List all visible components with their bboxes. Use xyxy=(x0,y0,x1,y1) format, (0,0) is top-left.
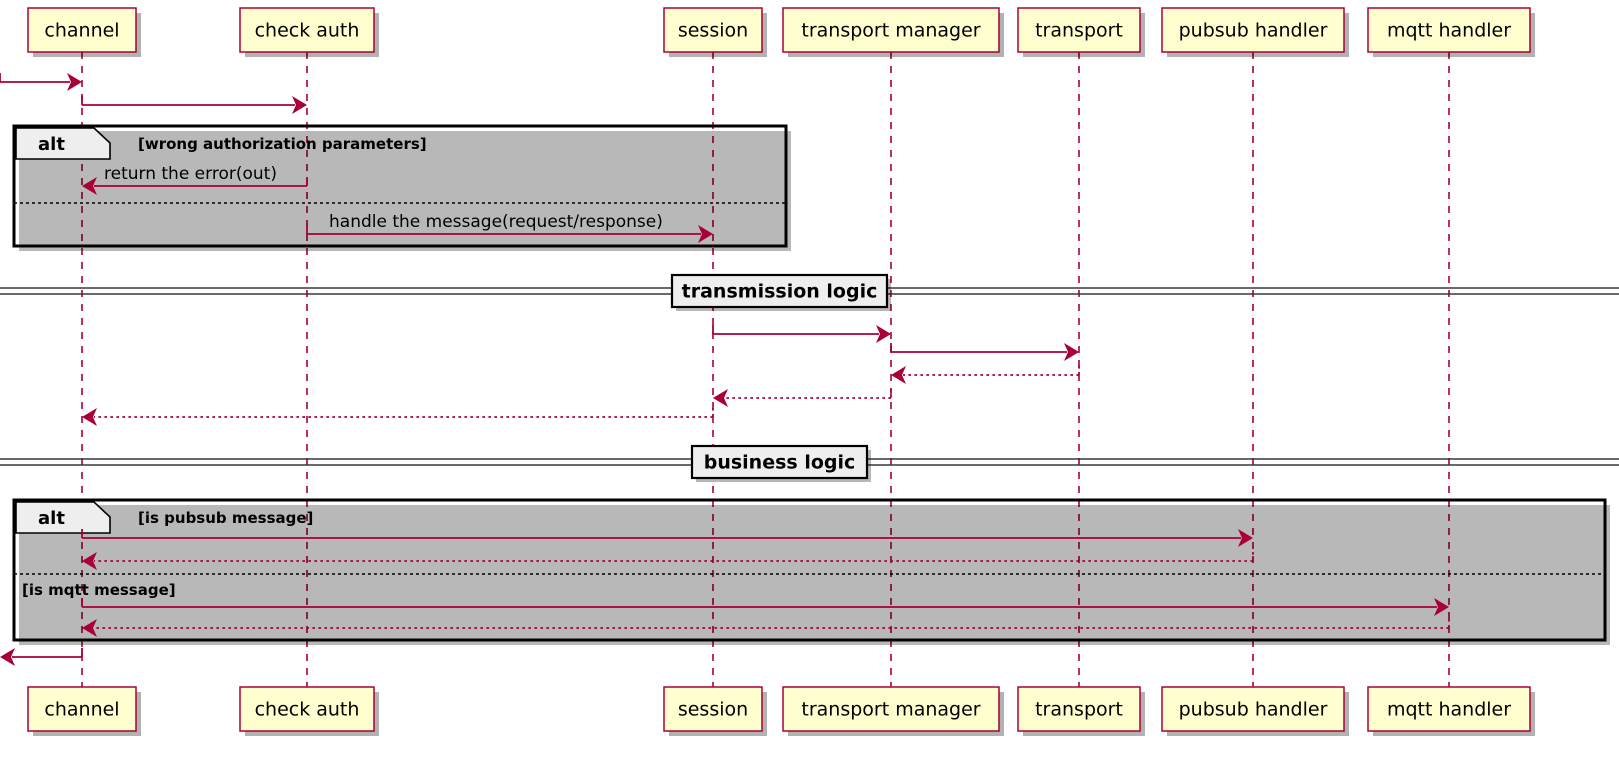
group-alt-condition-label-0: [is mqtt message] xyxy=(22,581,176,599)
group-frame xyxy=(12,124,788,248)
participant-transport-manager-top[interactable]: transport manager xyxy=(782,7,1004,57)
divider-label: transmission logic xyxy=(682,281,878,303)
msg-session-channel[interactable] xyxy=(82,408,714,426)
participant-label: pubsub handler xyxy=(1179,699,1328,721)
msg-channel-pubsub[interactable] xyxy=(81,529,1253,547)
participant-box xyxy=(27,686,137,732)
message-arrowhead xyxy=(82,177,97,195)
participant-label: transport manager xyxy=(801,20,980,42)
message-arrowhead xyxy=(82,619,97,637)
participant-label: channel xyxy=(44,20,119,42)
message-arrowhead xyxy=(698,225,713,243)
participant-label: transport manager xyxy=(801,699,980,721)
participant-label: transport xyxy=(1035,20,1123,42)
divider-label: business logic xyxy=(704,452,856,474)
participant-box xyxy=(663,7,763,53)
participant-box xyxy=(239,686,375,732)
participant-pubsub-handler-bottom[interactable]: pubsub handler xyxy=(1161,686,1349,736)
participant-session-bottom[interactable]: session xyxy=(663,686,767,736)
participant-box xyxy=(782,7,1000,53)
group-shadow xyxy=(19,505,1610,645)
participant-label: session xyxy=(678,699,748,721)
msg-tm-transport[interactable] xyxy=(890,343,1079,361)
participant-label: channel xyxy=(44,699,119,721)
group-header-tab xyxy=(15,501,111,534)
participant-label: session xyxy=(678,20,748,42)
participant-channel-top[interactable]: channel xyxy=(27,7,141,57)
msg-tm-session[interactable] xyxy=(713,389,892,407)
msg-mqtt-channel[interactable] xyxy=(82,619,1450,637)
msg-handle-message[interactable]: handle the message(request/response) xyxy=(306,212,713,243)
msg-channel-mqtt[interactable] xyxy=(81,598,1449,616)
participant-box xyxy=(1367,7,1531,53)
message-label: return the error(out) xyxy=(104,164,277,184)
group-condition-label: [wrong authorization parameters] xyxy=(138,135,427,153)
participant-transport-bottom[interactable]: transport xyxy=(1017,686,1145,736)
participant-mqtt-handler-top[interactable]: mqtt handler xyxy=(1367,7,1535,57)
message-arrowhead xyxy=(82,552,97,570)
message-arrowhead xyxy=(713,389,728,407)
messages-layer: return the error(out) handle the message(… xyxy=(0,73,1450,666)
participant-box xyxy=(1161,7,1345,53)
message-arrowhead xyxy=(67,73,82,91)
participant-box xyxy=(1161,686,1345,732)
message-arrowhead xyxy=(1434,598,1449,616)
divider-box xyxy=(690,444,869,480)
message-arrowhead xyxy=(0,648,15,666)
participant-label: check auth xyxy=(255,20,360,42)
participant-box xyxy=(1367,686,1531,732)
participant-box xyxy=(27,7,137,53)
participant-box xyxy=(782,686,1000,732)
participant-box xyxy=(1017,686,1141,732)
divider-business-logic: business logic xyxy=(0,444,1619,482)
divider-transmission-logic: transmission logic xyxy=(0,273,1619,311)
participant-box xyxy=(663,686,763,732)
group-header-label: alt xyxy=(38,134,65,155)
participant-channel-bottom[interactable]: channel xyxy=(27,686,141,736)
participant-label: check auth xyxy=(255,699,360,721)
participant-pubsub-handler-top[interactable]: pubsub handler xyxy=(1161,7,1349,57)
participant-check-auth-top[interactable]: check auth xyxy=(239,7,379,57)
participant-session-top[interactable]: session xyxy=(663,7,767,57)
group-alt-message-type: alt [is pubsub message] [is mqtt message] xyxy=(12,498,1610,645)
participant-box xyxy=(1017,7,1141,53)
msg-pubsub-channel[interactable] xyxy=(82,552,1254,570)
message-arrowhead xyxy=(891,366,906,384)
participant-label: transport xyxy=(1035,699,1123,721)
divider-box xyxy=(670,273,889,309)
message-arrowhead xyxy=(82,408,97,426)
group-condition-label: [is pubsub message] xyxy=(138,509,313,527)
participant-label: mqtt handler xyxy=(1387,20,1511,42)
group-header-tab xyxy=(15,127,111,160)
msg-session-tm[interactable] xyxy=(712,325,891,343)
msg-channel-checkauth[interactable] xyxy=(81,96,307,114)
participant-transport-top[interactable]: transport xyxy=(1017,7,1145,57)
participant-check-auth-bottom[interactable]: check auth xyxy=(239,686,379,736)
group-frames-layer: alt [wrong authorization parameters] alt [i… xyxy=(12,124,1610,645)
msg-inbound-channel[interactable] xyxy=(0,73,82,91)
message-label: handle the message(request/response) xyxy=(329,212,663,232)
section-dividers-layer: transmission logic business logic xyxy=(0,273,1619,482)
group-header-label: alt xyxy=(38,508,65,529)
group-shadow xyxy=(19,131,791,251)
participant-box xyxy=(239,7,375,53)
participant-label: mqtt handler xyxy=(1387,699,1511,721)
group-alt-authorization: alt [wrong authorization parameters] xyxy=(12,124,791,251)
participants-bottom-layer: channel check auth session transport manage… xyxy=(27,686,1535,736)
message-arrowhead xyxy=(876,325,891,343)
participant-transport-manager-bottom[interactable]: transport manager xyxy=(782,686,1004,736)
participants-top-layer: channel check auth session transport manage… xyxy=(27,7,1535,57)
participant-label: pubsub handler xyxy=(1179,20,1328,42)
message-arrowhead xyxy=(292,96,307,114)
msg-channel-outbound[interactable] xyxy=(0,648,83,666)
msg-return-error[interactable]: return the error(out) xyxy=(82,164,308,195)
msg-transport-tm[interactable] xyxy=(891,366,1080,384)
group-frame xyxy=(12,498,1607,642)
message-arrowhead xyxy=(1064,343,1079,361)
message-arrowhead xyxy=(1238,529,1253,547)
participant-mqtt-handler-bottom[interactable]: mqtt handler xyxy=(1367,686,1535,736)
